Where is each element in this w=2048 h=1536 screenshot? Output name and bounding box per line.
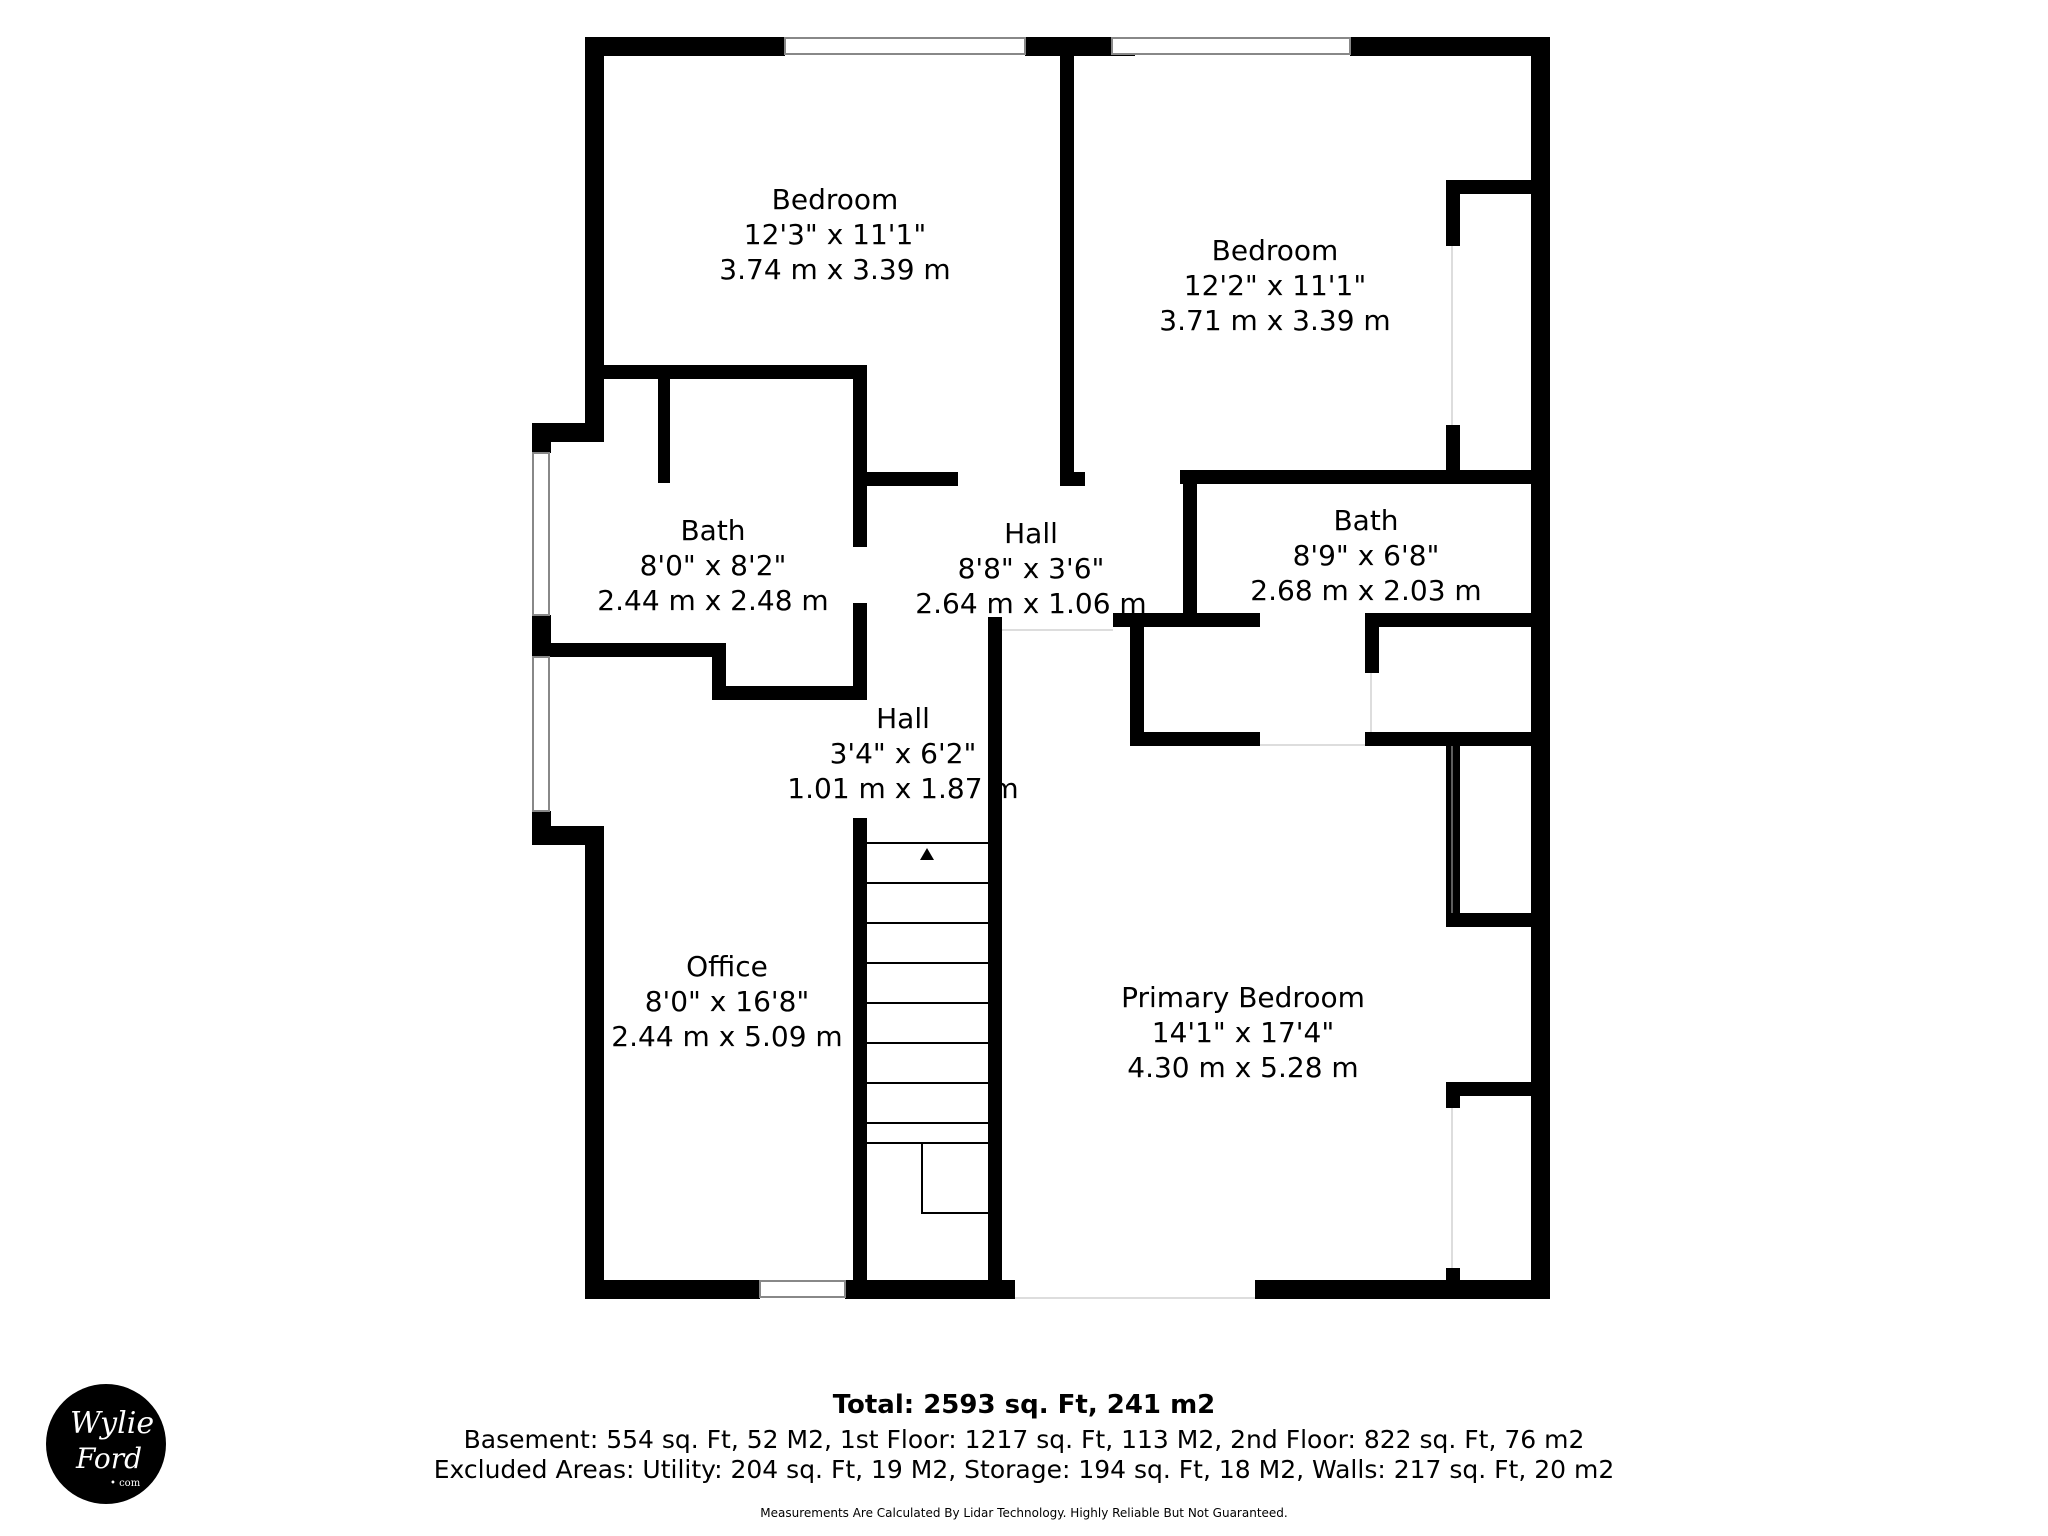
wall-closet-top	[1452, 180, 1550, 194]
floor-areas: Basement: 554 sq. Ft, 52 M2, 1st Floor: …	[463, 1425, 1585, 1454]
wall-top-mid	[1025, 37, 1135, 56]
wall-bath-bottom-left	[551, 643, 726, 657]
wall-closet2-mid	[1446, 913, 1550, 927]
wall-bottom-left	[585, 1280, 760, 1299]
window-top-right	[1111, 37, 1351, 55]
wall-stair-right	[988, 617, 1002, 1299]
wall-bath-right-lower	[853, 603, 867, 700]
window-left-lower	[532, 656, 550, 812]
wall-storage-bottom-right	[1365, 732, 1550, 746]
wall-storage-left	[1130, 618, 1144, 746]
wall-bottom-mid	[845, 1280, 1015, 1299]
wall-bottom-right	[1255, 1280, 1550, 1299]
windows	[532, 37, 1351, 1298]
wall-closet3-left	[1446, 1082, 1460, 1108]
wall-closet3-left-low	[1446, 1268, 1460, 1282]
window-left-upper	[532, 452, 550, 616]
wall-left-bay-mid	[532, 615, 551, 657]
wall-left-upper	[585, 37, 604, 442]
window-top-left	[784, 37, 1026, 55]
brand-logo: Wylie Ford • com	[46, 1384, 166, 1504]
walls	[532, 37, 1550, 1299]
wall-bedroom-divider-stub	[1060, 472, 1085, 486]
total-area: Total: 2593 sq. Ft, 241 m2	[832, 1390, 1216, 1420]
wall-bath-bottom-jog	[712, 643, 726, 700]
disclaimer: Measurements Are Calculated By Lidar Tec…	[760, 1506, 1288, 1520]
openings	[1002, 246, 1453, 1299]
wall-left-lower	[585, 826, 604, 1299]
wall-bath2-bottom	[1113, 613, 1260, 627]
wall-right	[1531, 37, 1550, 1299]
wall-bath2-top	[1180, 470, 1550, 484]
stairs	[867, 842, 988, 1214]
window-bottom	[759, 1280, 846, 1298]
wall-closet3-top	[1446, 1082, 1550, 1096]
wall-stair-left	[853, 818, 867, 1299]
wall-left-bay-top	[532, 423, 551, 453]
stair-arrow-icon	[920, 848, 934, 860]
wall-bath-bottom-right	[712, 686, 867, 700]
wall-bath-closet	[658, 378, 670, 483]
wall-bath2-bottom-right	[1365, 613, 1550, 627]
wall-storage-bottom-left	[1130, 732, 1260, 746]
wall-closet-left-top	[1446, 180, 1460, 246]
wall-top-left	[585, 37, 785, 56]
wall-closet-left-low	[1446, 425, 1460, 482]
excluded-areas: Excluded Areas: Utility: 204 sq. Ft, 19 …	[433, 1455, 1615, 1484]
wall-bedroom-divider	[1060, 37, 1074, 482]
wall-top-right	[1350, 37, 1550, 56]
wall-bath-right	[853, 365, 867, 547]
wall-bath-top	[597, 365, 867, 379]
wall-storage-right	[1365, 618, 1379, 673]
wall-hall-top	[853, 472, 958, 486]
wall-bath2-left	[1183, 470, 1197, 618]
wall-closet2-left	[1446, 746, 1460, 920]
